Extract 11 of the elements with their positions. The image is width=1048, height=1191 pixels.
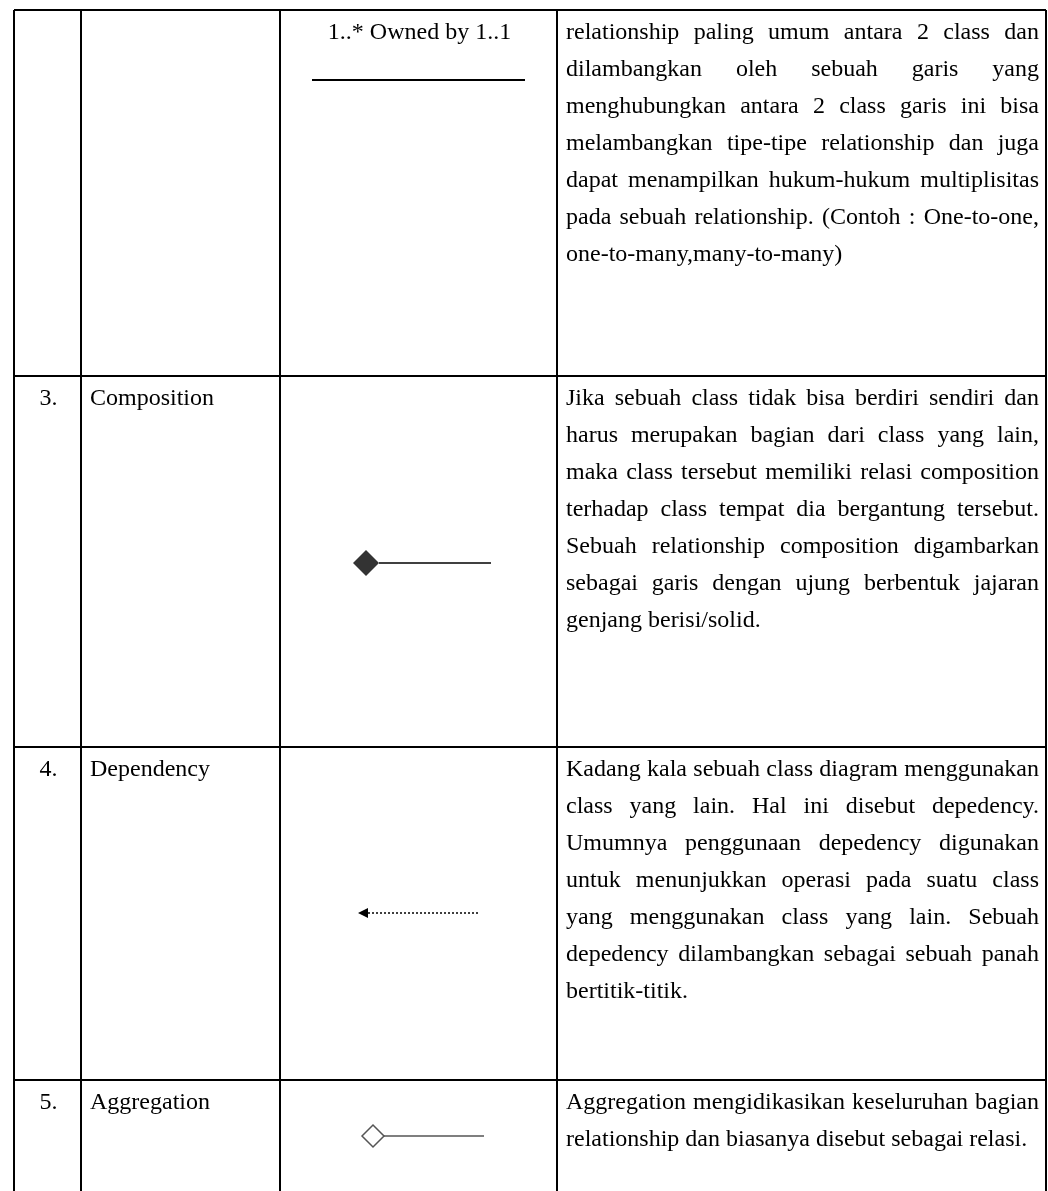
multiplicity-label: 1..* Owned by 1..1 [326, 17, 513, 46]
description-text: relationship paling umum antara 2 class dan dilambangkan oleh sebuah garis yang menghubungkan antara 2 class garis ini bisa melambangkan tipe-tipe relationship dan juga dapat menampilkan hukum-hukum multiplisitas pada sebuah relationship. (Contoh : One-to-one, one-to-many,many-to-many) [566, 17, 1039, 268]
relation-name: Dependency [90, 754, 211, 783]
relation-name: Composition [90, 383, 216, 412]
description-text: Jika sebuah class tidak bisa berdiri sendiri dan harus merupakan bagian dari class yang lain, maka class tersebut memiliki relasi composition terhadap class tempat dia bergantung tersebut. Sebuah relationship composition digambarkan sebagai garis dengan ujung berbentuk jajaran genjang berisi/solid. [566, 383, 1039, 634]
row-number: 3. [38, 383, 59, 412]
row-number: 5. [38, 1087, 59, 1116]
description-text: Aggregation mengidikasikan keseluruhan bagian relationship dan biasanya disebut sebagai relasi. [566, 1087, 1039, 1153]
row-number: 4. [38, 754, 59, 783]
description-text: Kadang kala sebuah class diagram menggunakan class yang lain. Hal ini disebut depedency. Umumnya penggunaan depedency digunakan untuk menunjukkan operasi pada suatu class yang menggunakan class yang lain. Sebuah depedency dilambangkan sebagai sebuah panah bertitik-titik. [566, 754, 1039, 1005]
relation-name: Aggregation [90, 1087, 211, 1116]
